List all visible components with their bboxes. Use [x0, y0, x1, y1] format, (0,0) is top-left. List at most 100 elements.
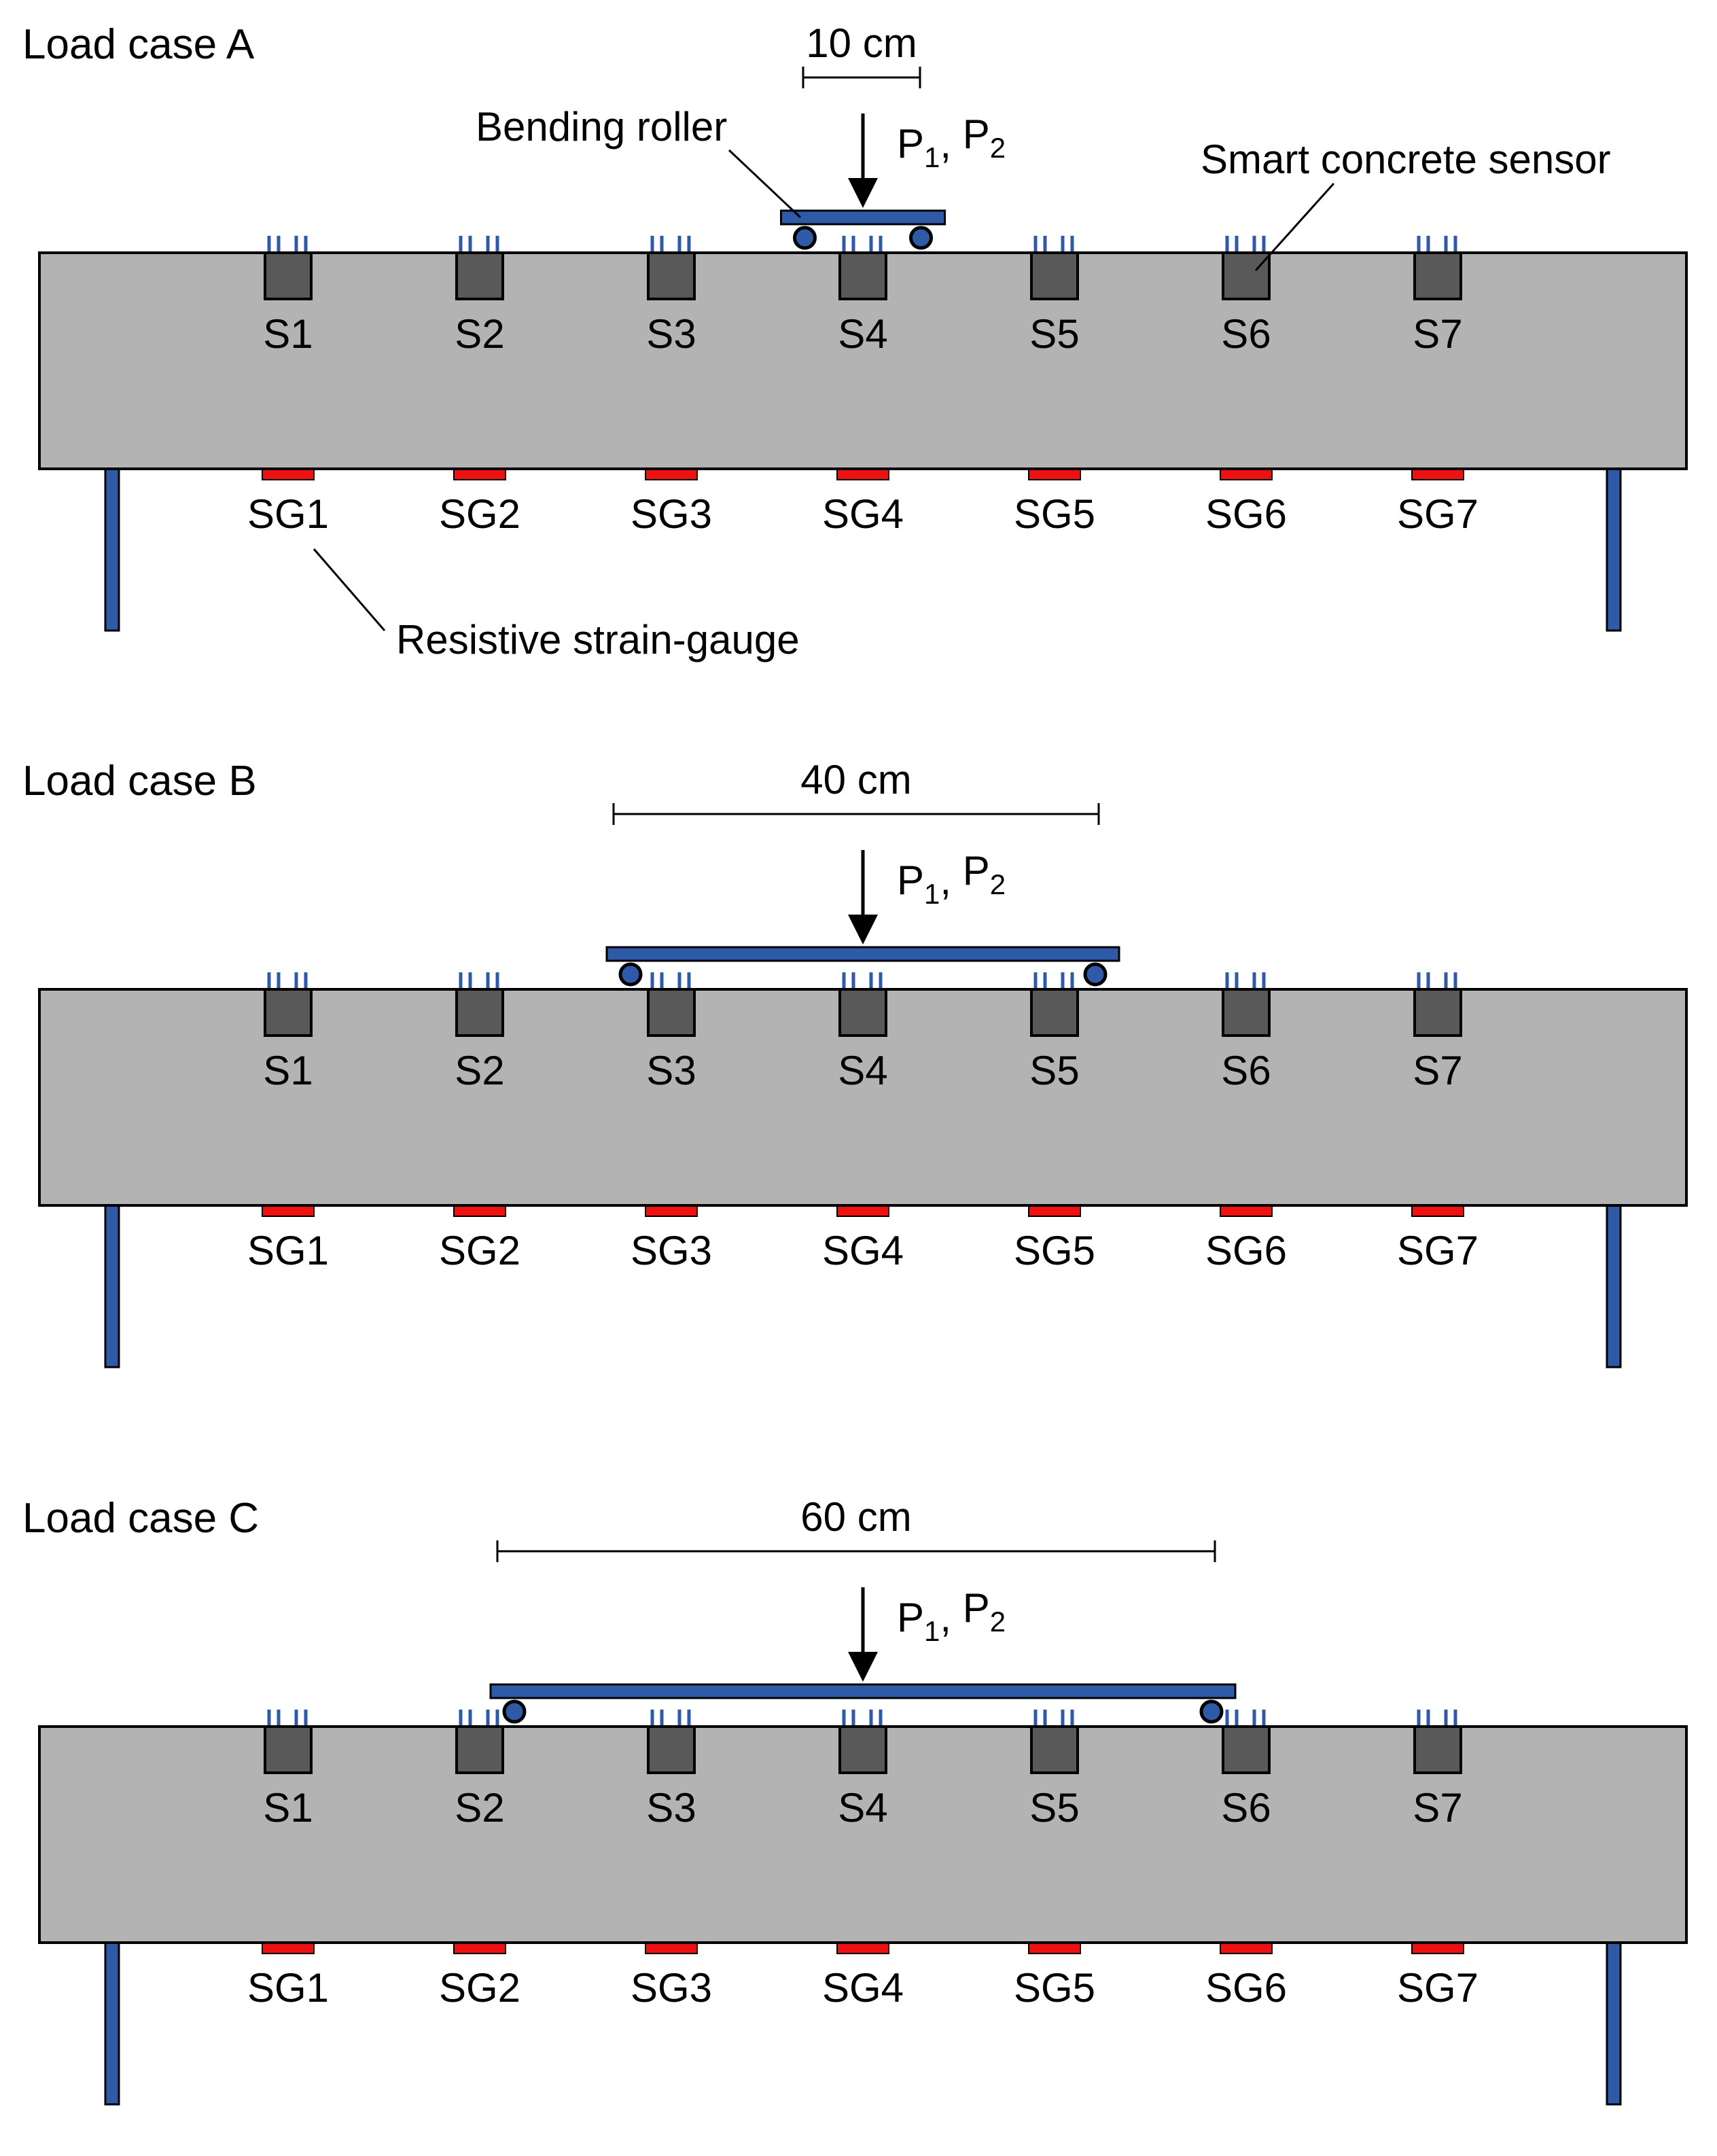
strain-gauge-leader [313, 548, 386, 631]
load-subscript: 1 [924, 878, 940, 910]
load-arrow-icon [848, 178, 878, 208]
bending-roller-leader [728, 149, 802, 219]
strain-gauge-label: SG4 [822, 1228, 904, 1273]
load-subscript: 2 [990, 132, 1006, 164]
load-label: P1, P2 [897, 848, 1006, 910]
strain-gauge-label: SG6 [1205, 491, 1287, 537]
load-case-title: Load case B [22, 758, 257, 805]
smart-concrete-sensor-icon [838, 1725, 887, 1774]
sensor-label: S1 [263, 1785, 313, 1831]
load-arrow-icon [848, 1652, 878, 1682]
sensor-label: S2 [455, 1048, 504, 1093]
roller-icon [618, 962, 643, 987]
load-subscript: 1 [924, 1615, 940, 1647]
sensor-label: S5 [1029, 311, 1079, 357]
sensor-label: S1 [263, 1048, 313, 1093]
load-case-b: Load case BS1SG1S2SG2S3SG3S4SG4S5SG5S6SG… [22, 757, 1688, 1368]
smart-concrete-sensor-icon [1222, 1725, 1271, 1774]
roller-icon [793, 226, 817, 250]
left-support-post [104, 467, 120, 632]
load-text: , [940, 1595, 962, 1640]
span-label: 60 cm [800, 1494, 911, 1540]
sensor-label: S4 [838, 311, 887, 357]
strain-gauge-label: SG3 [631, 1228, 712, 1273]
smart-concrete-sensor-icon [1222, 988, 1271, 1037]
strain-gauge-label: SG7 [1397, 1965, 1479, 2011]
loading-plate [489, 1683, 1237, 1699]
strain-gauge-label: SG4 [822, 1965, 904, 2011]
strain-gauge-icon [645, 1943, 698, 1954]
strain-gauge-label: SG2 [439, 1228, 520, 1273]
sensor-label: S2 [455, 1785, 504, 1831]
roller-icon [1199, 1699, 1224, 1724]
strain-gauge-label: SG5 [1014, 491, 1095, 537]
strain-gauge-icon [836, 469, 889, 480]
strain-gauge-icon [262, 1943, 315, 1954]
load-text: , [940, 121, 962, 166]
load-arrow-icon [848, 915, 878, 944]
strain-gauge-label: SG7 [1397, 1228, 1479, 1273]
strain-gauge-icon [262, 1205, 315, 1217]
smart-concrete-sensor-icon [1413, 1725, 1462, 1774]
left-support-post [104, 1204, 120, 1368]
load-text: P [897, 858, 924, 903]
strain-gauge-label: SG7 [1397, 491, 1479, 537]
strain-gauge-icon [1411, 1943, 1464, 1954]
strain-gauge-label: SG2 [439, 1965, 520, 2011]
load-text: P [897, 1595, 924, 1640]
load-case-a: Load case AS1SG1S2SG2S3SG3S4SG4S5SG5S6SG… [22, 20, 1688, 662]
sensor-label: S7 [1413, 1048, 1462, 1093]
load-case-title: Load case C [22, 1495, 259, 1542]
smart-sensor-annotation: Smart concrete sensor [1201, 137, 1611, 182]
sensor-label: S4 [838, 1048, 887, 1093]
span-dimension: 40 cm [612, 757, 1100, 825]
smart-concrete-sensor-icon [1413, 988, 1462, 1037]
sensor-label: S5 [1029, 1048, 1079, 1093]
load-text: P [897, 121, 924, 166]
smart-concrete-sensor-icon [264, 251, 313, 300]
strain-gauge-icon [453, 1943, 506, 1954]
smart-concrete-sensor-icon [264, 1725, 313, 1774]
strain-gauge-label: SG4 [822, 491, 904, 537]
sensor-label: S1 [263, 311, 313, 357]
sensor-label: S3 [646, 311, 696, 357]
strain-gauge-icon [1411, 1205, 1464, 1217]
span-dimension: 60 cm [496, 1494, 1216, 1562]
load-text: P [963, 848, 990, 894]
load-subscript: 1 [924, 141, 940, 173]
strain-gauge-icon [1220, 1943, 1273, 1954]
smart-concrete-sensor-icon [455, 988, 504, 1037]
load-subscript: 2 [990, 868, 1006, 900]
smart-concrete-sensor-icon [647, 1725, 696, 1774]
loading-apparatus: P1, P2 [605, 848, 1120, 987]
strain-gauge-icon [1220, 1205, 1273, 1217]
right-support-post [1606, 1204, 1622, 1368]
smart-concrete-sensor-icon [1413, 251, 1462, 300]
strain-gauge-label: SG1 [247, 1228, 329, 1273]
load-label: P1, P2 [897, 1585, 1006, 1647]
strain-gauge-label: SG6 [1205, 1965, 1287, 2011]
loading-apparatus: P1, P2 [489, 1585, 1237, 1724]
load-text: , [940, 858, 962, 903]
sensor-label: S2 [455, 311, 504, 357]
smart-concrete-sensor-icon [838, 988, 887, 1037]
roller-icon [1083, 962, 1108, 987]
span-label: 40 cm [800, 757, 911, 802]
loading-plate [780, 209, 946, 226]
roller-icon [909, 226, 933, 250]
